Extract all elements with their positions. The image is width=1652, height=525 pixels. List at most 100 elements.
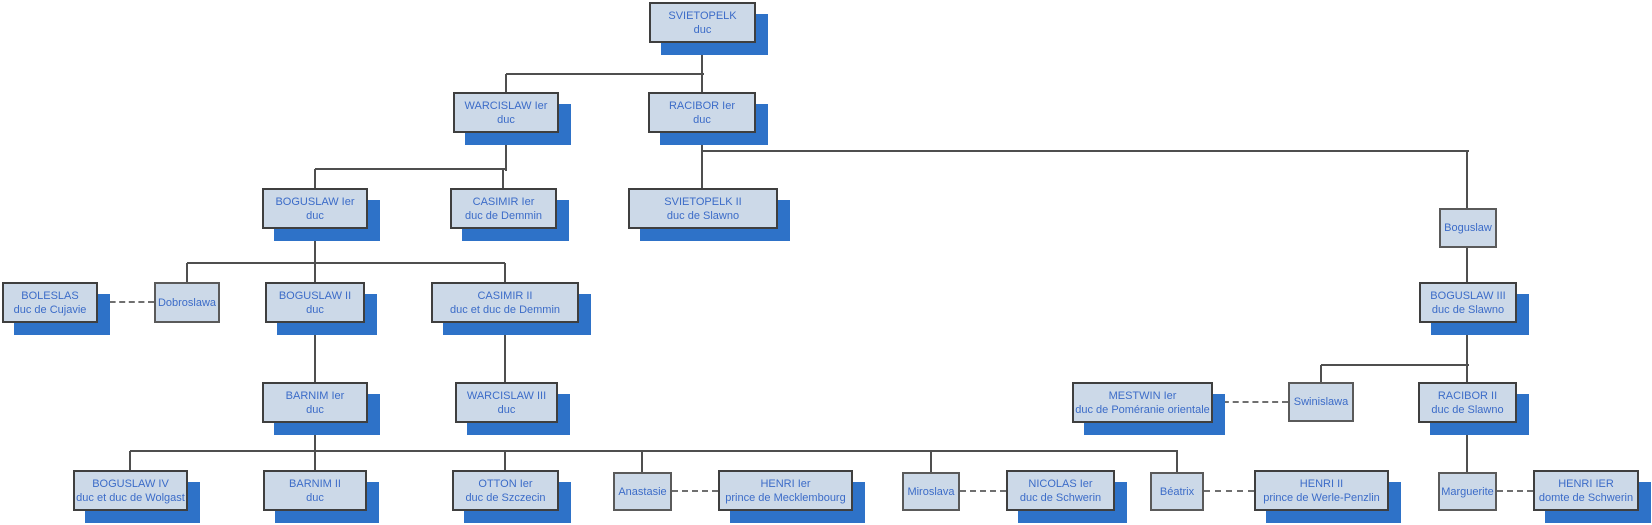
- person-node-dobroslawa[interactable]: Dobroslawa: [154, 282, 220, 323]
- person-name: MESTWIN Ier: [1108, 389, 1177, 402]
- person-name: BOGUSLAW IV: [92, 477, 169, 490]
- connector-line: [1466, 323, 1468, 367]
- person-title: duc: [306, 303, 324, 316]
- person-node-marguerite[interactable]: Marguerite: [1438, 472, 1497, 511]
- connector-line: [1466, 151, 1468, 209]
- connector-line: [502, 169, 504, 189]
- person-title: duc: [693, 113, 711, 126]
- person-name: BOGUSLAW Ier: [275, 195, 355, 208]
- connector-line: [701, 43, 703, 75]
- person-name: BARNIM Ier: [285, 389, 345, 402]
- person-title: duc: [497, 113, 515, 126]
- connector-line: [314, 323, 316, 383]
- person-name: BOGUSLAW II: [278, 289, 352, 302]
- person-title: duc de Poméranie orientale: [1075, 403, 1210, 416]
- person-name: RACIBOR Ier: [668, 99, 735, 112]
- person-node-miroslava[interactable]: Miroslava: [902, 472, 960, 511]
- person-name: Marguerite: [1441, 485, 1494, 498]
- connector-line: [315, 168, 505, 170]
- connector-line: [314, 229, 316, 265]
- connector-line: [314, 169, 316, 189]
- person-title: prince de Mecklembourg: [725, 491, 846, 504]
- marriage-dashed-line: [1497, 490, 1533, 492]
- person-title: domte de Schwerin: [1538, 491, 1634, 504]
- person-title: duc: [306, 403, 324, 416]
- person-title: duc de Slawno: [666, 209, 740, 222]
- person-node-boguslaw[interactable]: Boguslaw: [1439, 208, 1497, 248]
- person-name: RACIBOR II: [1437, 389, 1498, 402]
- connector-line: [701, 74, 703, 93]
- connector-line: [314, 423, 316, 453]
- person-title: duc de Slawno: [1431, 403, 1504, 416]
- person-name: Béatrix: [1159, 485, 1195, 498]
- person-title: duc de Szczecin: [465, 491, 546, 504]
- person-name: BOLESLAS: [21, 289, 79, 302]
- person-name: CASIMIR II: [477, 289, 533, 302]
- connector-line: [129, 451, 131, 471]
- connector-line: [930, 451, 932, 473]
- person-node-anastasie[interactable]: Anastasie: [613, 472, 672, 511]
- connector-line: [314, 451, 316, 471]
- connector-line: [187, 262, 505, 264]
- person-title: duc: [306, 491, 324, 504]
- connector-line: [701, 133, 703, 152]
- marriage-dashed-line: [1204, 490, 1254, 492]
- connector-line: [1466, 365, 1468, 384]
- person-name: HENRI Ier: [760, 477, 811, 490]
- marriage-dashed-line: [1213, 401, 1288, 403]
- person-name: BARNIM II: [289, 477, 341, 490]
- person-title: duc et duc de Wolgast: [76, 491, 185, 504]
- person-name: Miroslava: [907, 485, 955, 498]
- connector-line: [1320, 365, 1322, 384]
- connector-line: [1321, 364, 1469, 366]
- person-title: duc: [497, 403, 516, 416]
- connector-line: [1466, 423, 1468, 473]
- connector-line: [505, 133, 507, 171]
- connector-line: [504, 323, 506, 383]
- connector-line: [186, 263, 188, 283]
- connector-line: [314, 263, 316, 283]
- person-name: WARCISLAW Ier: [464, 99, 548, 112]
- person-node-swinislawa[interactable]: Swinislawa: [1288, 382, 1354, 422]
- connector-line: [1176, 451, 1178, 473]
- person-title: duc: [306, 209, 324, 222]
- marriage-dashed-line: [100, 301, 154, 303]
- person-name: Boguslaw: [1444, 222, 1492, 234]
- person-name: WARCISLAW III: [466, 389, 547, 402]
- connector-line: [504, 263, 506, 283]
- connector-line: [1466, 248, 1468, 283]
- person-name: Anastasie: [618, 485, 667, 498]
- connector-line: [641, 451, 643, 473]
- person-title: duc de Schwerin: [1019, 491, 1102, 504]
- person-name: SVIETOPELK: [668, 9, 737, 22]
- person-name: Dobroslawa: [157, 296, 217, 309]
- person-node-beatrix[interactable]: Béatrix: [1150, 472, 1204, 511]
- person-name: OTTON Ier: [478, 477, 533, 490]
- person-title: duc de Slawno: [1431, 303, 1505, 316]
- person-name: SVIETOPELK II: [664, 195, 742, 208]
- person-name: BOGUSLAW III: [1430, 289, 1506, 302]
- connector-line: [702, 150, 1469, 152]
- connector-line: [505, 74, 507, 93]
